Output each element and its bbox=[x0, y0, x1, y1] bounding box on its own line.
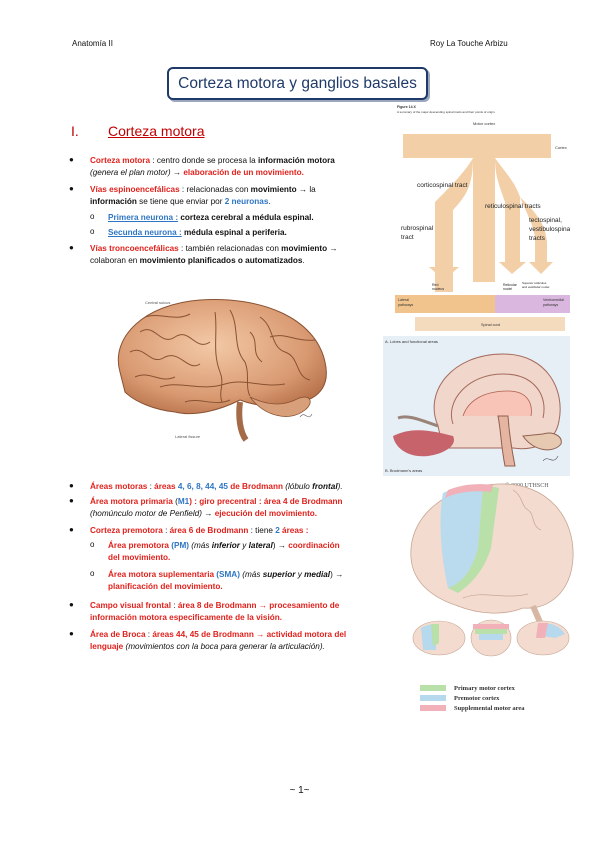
copyright-label: © 2000 UTHSCH bbox=[505, 482, 549, 489]
brodmann-label: B. Brodmann's areas bbox=[385, 468, 422, 473]
section-number: I. bbox=[71, 123, 79, 139]
list-item: Corteza motora : centro donde se procesa… bbox=[90, 156, 335, 177]
tectospinal-label-1: tectospinal, bbox=[529, 217, 562, 224]
brain-lateral-illustration: Central sulcus Lateral fissure bbox=[117, 299, 327, 442]
superior-colliculus-label-1: Superior colliculus bbox=[522, 281, 547, 285]
bullet-icon: ● bbox=[69, 481, 74, 490]
list-item: Área motora suplementaria (SMA) (más sup… bbox=[108, 570, 344, 591]
tectospinal-label-3: tracts bbox=[529, 235, 546, 242]
list-item: Vías troncoencefálicas : también relacio… bbox=[90, 244, 338, 265]
legend-label: Supplemental motor area bbox=[454, 704, 525, 712]
list-item: Secunda neurona : médula espinal a perif… bbox=[108, 228, 287, 237]
descending-tracts-figure: Figure 14.X A summary of the major desce… bbox=[395, 105, 570, 331]
red-nucleus-label-1: Red bbox=[432, 283, 438, 287]
svg-text:Central sulcus: Central sulcus bbox=[145, 300, 170, 305]
bullet-icon: ● bbox=[69, 525, 74, 534]
section-heading: I. Corteza motora bbox=[71, 123, 204, 139]
svg-text:Lateral fissure: Lateral fissure bbox=[175, 434, 201, 439]
superior-colliculus-label-2: and vestibular nuclei bbox=[522, 285, 550, 289]
cortex-label: Cortex bbox=[555, 145, 567, 150]
motor-areas-legend: Primary motor cortex Premotor cortex Sup… bbox=[420, 683, 570, 713]
circle-bullet-icon: o bbox=[90, 227, 95, 236]
legend-swatch bbox=[420, 705, 446, 711]
reticular-nuclei-label-1: Reticular bbox=[503, 283, 518, 287]
legend-item: Premotor cortex bbox=[420, 693, 570, 703]
reticulospinal-label: reticulospinal tracts bbox=[485, 203, 541, 210]
lateral-pathways-label-1: Lateral bbox=[398, 298, 409, 302]
legend-swatch bbox=[420, 695, 446, 701]
ventromedial-label-2: pathways bbox=[543, 303, 558, 307]
page-title-box: Corteza motora y ganglios basales bbox=[167, 67, 428, 100]
red-nucleus-label-2: nucleus bbox=[432, 287, 444, 291]
list-item: Corteza premotora : área 6 de Brodmann :… bbox=[90, 526, 309, 535]
circle-bullet-icon: o bbox=[90, 540, 95, 549]
tracts-caption-2: A summary of the major descending spinal… bbox=[397, 110, 496, 114]
legend-label: Premotor cortex bbox=[454, 694, 500, 702]
circle-bullet-icon: o bbox=[90, 212, 95, 221]
legend-swatch bbox=[420, 685, 446, 691]
legend-item: Supplemental motor area bbox=[420, 703, 570, 713]
list-item: Áreas motoras : áreas 4, 6, 8, 44, 45 de… bbox=[90, 482, 343, 491]
legend-item: Primary motor cortex bbox=[420, 683, 570, 693]
reticular-nuclei-label-2: nuclei bbox=[503, 287, 512, 291]
bullet-icon: ● bbox=[69, 629, 74, 638]
bullet-icon: ● bbox=[69, 184, 74, 193]
bullet-icon: ● bbox=[69, 155, 74, 164]
list-item: Primera neurona : corteza cerebral a méd… bbox=[108, 213, 314, 222]
legend-label: Primary motor cortex bbox=[454, 684, 515, 692]
page-number: ~ 1~ bbox=[289, 785, 310, 796]
motor-areas-figure: © 2000 UTHSCH bbox=[410, 482, 574, 657]
bullet-icon: ● bbox=[69, 243, 74, 252]
list-item: Campo visual frontal : área 8 de Brodman… bbox=[90, 601, 340, 622]
list-item: Área de Broca : áreas 44, 45 de Brodmann… bbox=[90, 630, 347, 651]
header-left: Anatomía II bbox=[72, 39, 113, 48]
spinal-cord-label: Spinal cord bbox=[481, 323, 500, 327]
header-right: Roy La Touche Arbizu bbox=[430, 39, 508, 48]
page-title: Corteza motora y ganglios basales bbox=[178, 74, 417, 92]
bullet-icon: ● bbox=[69, 496, 74, 505]
list-item: Vías espinoencefálicas : relacionadas co… bbox=[90, 185, 316, 206]
lateral-pathways-label-2: pathways bbox=[398, 303, 413, 307]
tectospinal-label-2: vestibulospinal bbox=[529, 226, 570, 233]
lobes-label: A. Lobes and functional areas bbox=[385, 339, 438, 344]
motor-cortex-label: Motor cortex bbox=[473, 121, 495, 126]
rubrospinal-label-2: tract bbox=[401, 234, 414, 241]
ventromedial-label-1: Ventromedial bbox=[543, 298, 564, 302]
list-item: Área premotora (PM) (más inferior y late… bbox=[108, 541, 340, 562]
circle-bullet-icon: o bbox=[90, 569, 95, 578]
bullet-icon: ● bbox=[69, 600, 74, 609]
section-title: Corteza motora bbox=[108, 123, 205, 139]
rubrospinal-label-1: rubrospinal bbox=[401, 225, 434, 232]
tracts-caption-1: Figure 14.X bbox=[397, 105, 417, 109]
corticospinal-label: corticospinal tract bbox=[417, 182, 468, 189]
list-item: Área motora primaria (M1) : giro precent… bbox=[90, 497, 343, 518]
brain-sagittal-figure: A. Lobes and functional areas B. Brodman… bbox=[383, 336, 570, 476]
